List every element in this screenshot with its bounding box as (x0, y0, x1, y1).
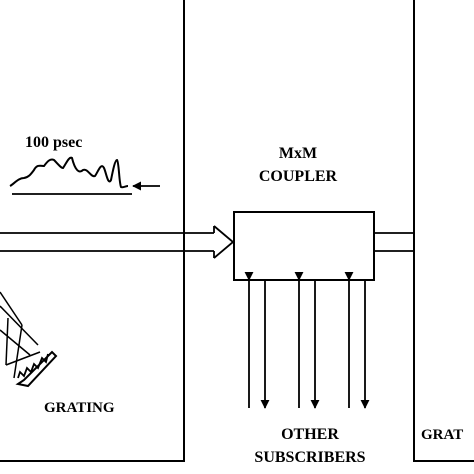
coupler-label-mxm: MxM (279, 145, 317, 162)
input-fiber-arrow (0, 225, 235, 259)
grating-label-right: GRAT (421, 427, 463, 443)
pulse-waveform (9, 156, 160, 195)
mxm-coupler-box (233, 211, 375, 281)
output-fiber-lines (374, 232, 414, 252)
left-transmitter-panel (0, 0, 185, 462)
coupler-label-coupler: COUPLER (259, 168, 338, 185)
pulse-width-label: 100 psec (25, 134, 82, 151)
subscriber-fibers (244, 271, 370, 409)
other-subscribers-label-line1: OTHER (281, 426, 339, 443)
other-subscribers-label-line2: SUBSCRIBERS (254, 449, 365, 466)
grating-label-left: GRATING (44, 400, 115, 416)
grating-icon (0, 291, 58, 388)
right-receiver-panel (413, 0, 474, 462)
